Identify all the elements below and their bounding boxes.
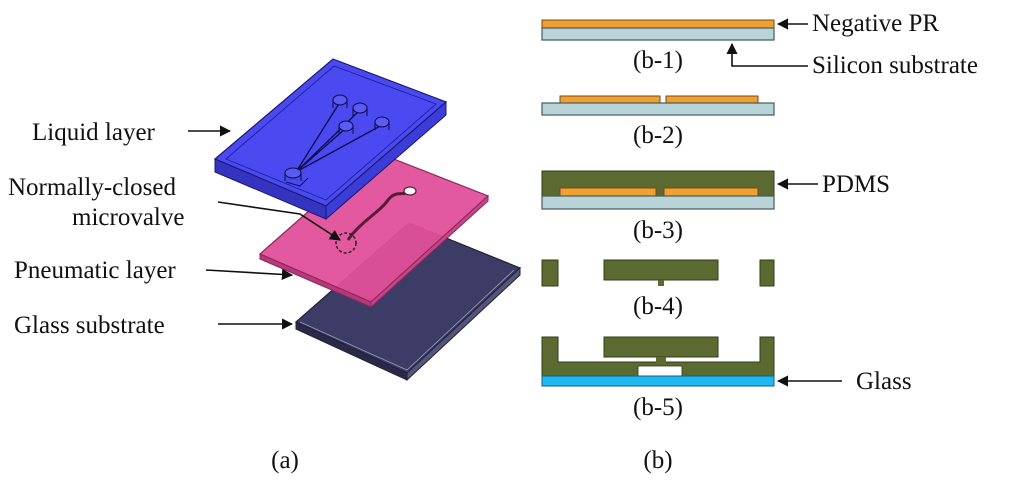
step-b5-label: (b-5): [633, 394, 683, 421]
panel-b-caption: (b): [643, 447, 672, 474]
pneumatic-layer: [258, 151, 490, 309]
valve-label-line2: microvalve: [72, 204, 184, 231]
step-b2: (b-2): [541, 95, 775, 149]
glass-substrate-layer: [294, 222, 522, 382]
glass-substrate-label: Glass substrate: [14, 312, 165, 339]
step-b3-label: (b-3): [633, 217, 683, 244]
step-b3: (b-3): [541, 170, 775, 244]
panel-a-caption: (a): [271, 447, 299, 474]
liquid-layer: [213, 58, 448, 221]
liquid-layer-label: Liquid layer: [32, 119, 156, 146]
silicon-substrate-pointer: [726, 42, 808, 67]
panel-a: Liquid layer Normally-closed microvalve …: [8, 58, 522, 474]
panel-b: (b-1) Negative PR Silicon substrate (b-2…: [541, 10, 978, 474]
step-b2-label: (b-2): [633, 122, 683, 149]
pneumatic-layer-pointer: [205, 268, 294, 281]
step-b1: (b-1): [541, 19, 775, 74]
valve-pointer: [217, 201, 341, 241]
step-b1-label: (b-1): [633, 47, 683, 74]
glass-label: Glass: [856, 368, 912, 395]
negative-pr-label: Negative PR: [812, 10, 939, 37]
step-b4-label: (b-4): [633, 293, 683, 320]
valve-label-line1: Normally-closed: [8, 174, 177, 201]
silicon-substrate-label: Silicon substrate: [812, 52, 978, 79]
pdms-label: PDMS: [822, 171, 890, 198]
pneumatic-layer-label: Pneumatic layer: [14, 257, 176, 284]
step-b5: (b-5): [541, 336, 775, 421]
step-b4: (b-4): [541, 259, 775, 320]
